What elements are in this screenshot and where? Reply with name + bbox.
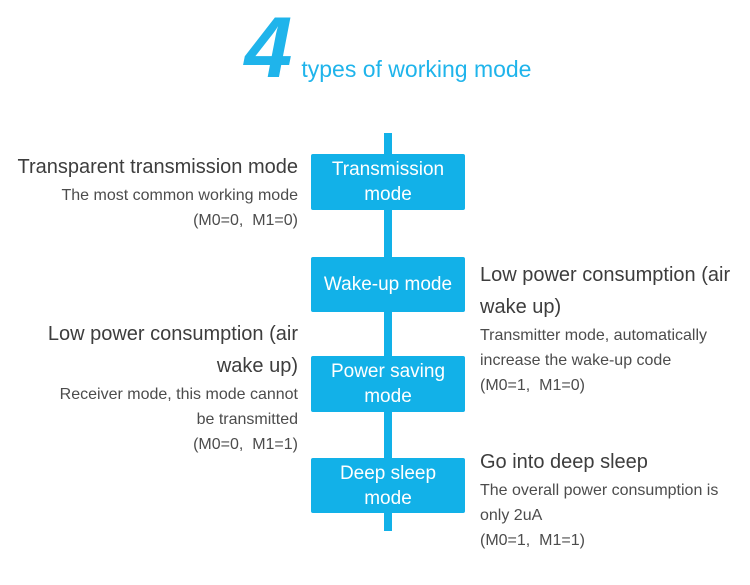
desc-deep-sleep-line: only 2uA [480,507,543,524]
desc-transmission-line: The most common working mode [61,187,298,204]
title-number: 4 [244,0,293,96]
desc-deep-sleep-heading: Go into deep sleep [480,451,648,473]
desc-power-saving: Low power consumption (air wake up) Rece… [0,318,298,457]
desc-wakeup-line: increase the wake-up code [480,352,672,369]
desc-transmission: Transparent transmission mode The most c… [0,151,299,233]
desc-transmission-heading: Transparent transmission mode [17,156,299,178]
desc-wakeup-line: Transmitter mode, automatically [480,327,708,344]
desc-power-saving-pin-code: (M0=0, M1=1) [193,436,298,453]
desc-power-saving-heading: Low power consumption (air wake up) [47,323,298,377]
mode-box-wakeup: Wake-up mode [311,257,465,312]
desc-wakeup-pin-code: (M0=1, M1=0) [480,377,585,394]
desc-transmission-pin-code: (M0=0, M1=0) [193,212,298,229]
mode-box-deep-sleep: Deep sleep mode [311,458,465,513]
mode-box-power-saving: Power saving mode [311,356,465,412]
mode-box-transmission: Transmission mode [311,154,465,210]
desc-wakeup-heading: Low power consumption (air wake up) [480,264,731,318]
desc-wakeup: Low power consumption (air wake up) Tran… [480,259,736,398]
desc-power-saving-line: be transmitted [196,411,298,428]
desc-deep-sleep-line: The overall power consumption is [480,482,719,499]
title-text: types of working mode [301,56,532,82]
desc-power-saving-line: Receiver mode, this mode cannot [59,386,298,403]
desc-deep-sleep: Go into deep sleep The overall power con… [480,446,736,553]
desc-deep-sleep-pin-code: (M0=1, M1=1) [480,532,585,549]
flow-connector-line [384,133,392,531]
